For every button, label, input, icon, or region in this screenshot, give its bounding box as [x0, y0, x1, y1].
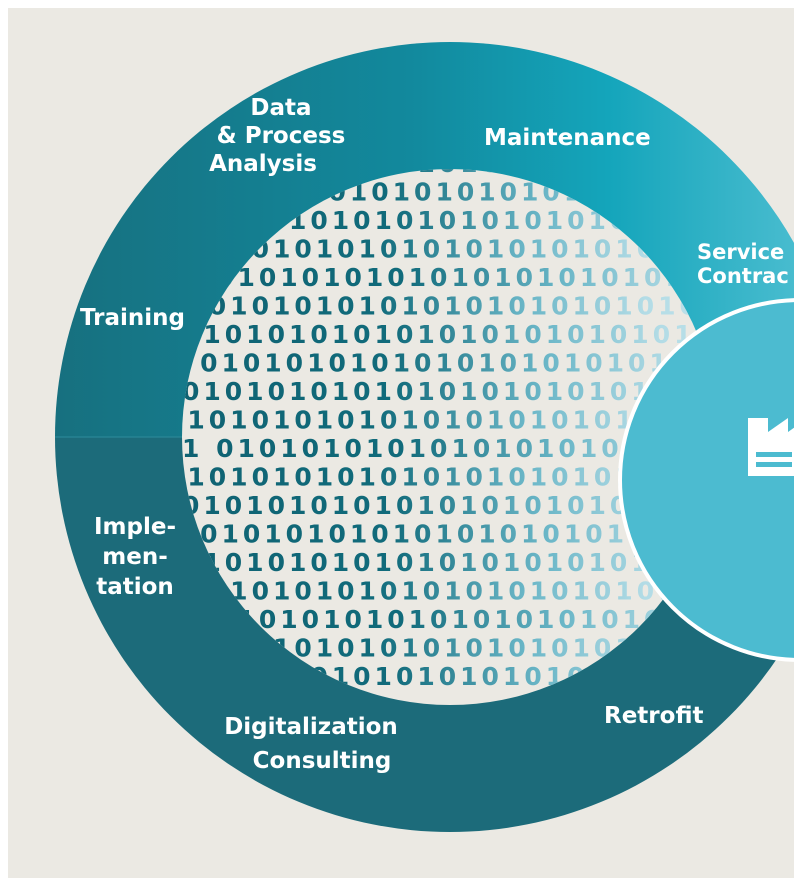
factory-icon [748, 418, 794, 476]
segment-digitalization-consulting: Digitalization Consulting [224, 714, 398, 774]
segment-implementation: Imple- men- tation [93, 514, 177, 600]
binary-row: 0101010101010101010101010101 [166, 292, 765, 321]
segment-maintenance: Maintenance [484, 125, 651, 151]
inner-circle [182, 169, 718, 705]
binary-row: 0101010101010101010101010101 [166, 235, 765, 264]
segment-retrofit: Retrofit [604, 703, 704, 729]
binary-row: 0101010101010101010101010101 [182, 548, 781, 577]
binary-row: 1 0101010101010101010101010101 [182, 263, 794, 292]
binary-row: 1 0101010101010101010101010101 [182, 605, 794, 634]
binary-row: 0101010101010101010101010101 [182, 320, 781, 349]
factory-node [620, 300, 794, 660]
binary-row: 1 0101010101010101010101010101 [166, 349, 794, 378]
segment-service-contracts: Service Contrac [697, 240, 789, 288]
factory-node-edge [618, 298, 794, 662]
segment-data-process-analysis: Data & Process Analysis [209, 95, 346, 177]
binary-row: 0101010101010101010101010101 [182, 149, 781, 178]
binary-row: 0101010101010101010101010101 [182, 377, 781, 406]
segment-training: Training [80, 305, 186, 331]
binary-row: 0101010101010101010101010101 [166, 577, 765, 606]
